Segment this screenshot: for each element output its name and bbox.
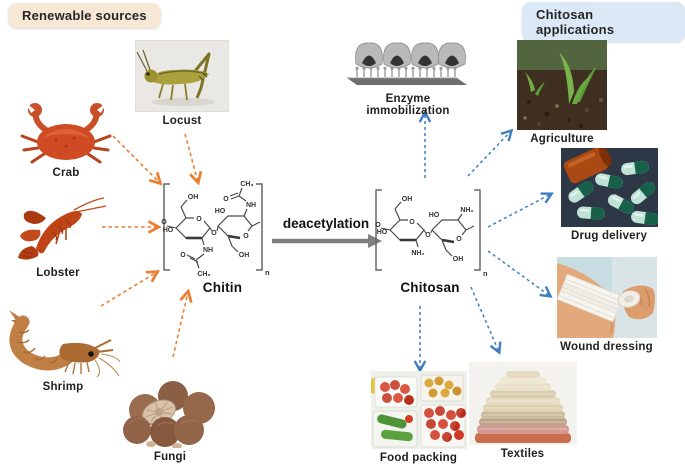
chitin-acetyl-o-label: O <box>180 252 186 259</box>
source-label-shrimp: Shrimp <box>42 381 84 393</box>
deacetylation-label: deacetylation <box>282 216 370 231</box>
chitosan-repeat-subscript: n <box>483 269 488 278</box>
application-item-wound-dressing: Wound dressing <box>556 257 657 353</box>
arrow-shrimp-to-chitin <box>100 272 157 307</box>
fungi-photo <box>123 381 215 448</box>
application-label-agriculture: Agriculture <box>530 133 594 145</box>
chitosan-nh2-label: NH₂ <box>411 250 424 257</box>
chitin-ho-label: HO <box>163 227 174 234</box>
chitin-ch3-label: CH₃ <box>197 271 210 278</box>
chitosan-ring-o-label: O <box>409 219 415 226</box>
application-label-food-packing: Food packing <box>379 452 458 464</box>
source-item-lobster: Lobster <box>8 196 108 279</box>
arrow-crab-to-chitin <box>112 135 160 183</box>
application-label-textiles: Textiles <box>500 448 545 460</box>
chitosan-ring2-o-label: O <box>456 236 462 243</box>
chitin-nh-label: NH <box>203 247 213 254</box>
locust-photo <box>135 40 229 112</box>
chitin-structure: n O OH HO O NH O CH₃ O O HO NH O CH₃ OH <box>161 181 270 278</box>
chitin-ring2-o-label: O <box>243 233 249 240</box>
chitosan-glycosidic-o-label: O <box>425 232 431 239</box>
application-label-enzyme-immobilization: Enzyme immobilization <box>366 93 450 117</box>
chitosan-ho2-label: HO <box>429 212 440 219</box>
lobster-photo <box>17 197 106 260</box>
drug-delivery-photo <box>560 148 658 227</box>
application-item-enzyme-immobilization: Enzyme immobilization <box>344 42 472 117</box>
application-item-food-packing: Food packing <box>370 371 467 464</box>
chitin-terminal-o-label: O <box>161 219 167 226</box>
chitin-nh2acetyl-label: NH <box>246 202 256 209</box>
chitosan-applications-badge: Chitosan applications <box>522 2 685 42</box>
chitosan-structure: n O OH HO O NH₂ O O HO NH₂ OH <box>375 189 488 278</box>
chitosan-terminal-o-label: O <box>375 222 381 229</box>
source-label-locust: Locust <box>162 115 202 127</box>
application-label-drug-delivery: Drug delivery <box>570 230 648 242</box>
renewable-sources-badge: Renewable sources <box>8 3 161 28</box>
crab-photo <box>20 103 112 164</box>
chitin-oh-label: OH <box>188 194 199 201</box>
source-label-lobster: Lobster <box>36 267 80 279</box>
application-item-drug-delivery: Drug delivery <box>560 148 658 242</box>
chitosan-name: Chitosan <box>400 280 460 295</box>
arrow-chitosan-to-textiles <box>470 286 499 352</box>
application-item-textiles: Textiles <box>468 362 577 460</box>
source-item-fungi: Fungi <box>114 374 226 463</box>
arrow-chitosan-to-agriculture <box>467 131 511 177</box>
enzyme-immobilization-icon <box>347 42 467 85</box>
agriculture-photo <box>517 40 607 130</box>
arrow-chitosan-to-drug-delivery <box>487 194 551 228</box>
source-item-shrimp: Shrimp <box>4 306 122 393</box>
chitin-name: Chitin <box>202 280 243 295</box>
wound-dressing-photo <box>556 257 657 338</box>
textiles-photo <box>468 362 577 445</box>
chitosan-oh2-label: OH <box>453 256 464 263</box>
chitosan-ho-label: HO <box>377 229 388 236</box>
shrimp-photo <box>9 310 121 378</box>
arrow-chitosan-to-wound-dressing <box>487 250 550 296</box>
food-packing-photo <box>370 371 467 449</box>
source-item-locust: Locust <box>135 40 229 127</box>
chitin-ho2-label: HO <box>215 208 226 215</box>
application-label-wound-dressing: Wound dressing <box>560 341 653 353</box>
chitin-ch32-label: CH₃ <box>240 181 253 188</box>
chitin-oh2-label: OH <box>239 252 250 259</box>
chitin-ring-o-label: O <box>196 216 202 223</box>
source-label-fungi: Fungi <box>153 451 187 463</box>
chitosan-oh-label: OH <box>402 196 413 203</box>
chitosan-nh22-label: NH₂ <box>460 207 473 214</box>
source-label-crab: Crab <box>52 167 80 179</box>
chitin-glycosidic-o-label: O <box>211 230 217 237</box>
source-item-crab: Crab <box>16 100 116 179</box>
arrow-locust-to-chitin <box>184 133 198 182</box>
deacetylation-arrow <box>272 234 382 248</box>
arrow-fungi-to-chitin <box>172 292 188 358</box>
application-item-agriculture: Agriculture <box>517 40 607 145</box>
chitin-repeat-subscript: n <box>265 268 270 277</box>
chitin-acetyl2-o-label: O <box>223 196 229 203</box>
